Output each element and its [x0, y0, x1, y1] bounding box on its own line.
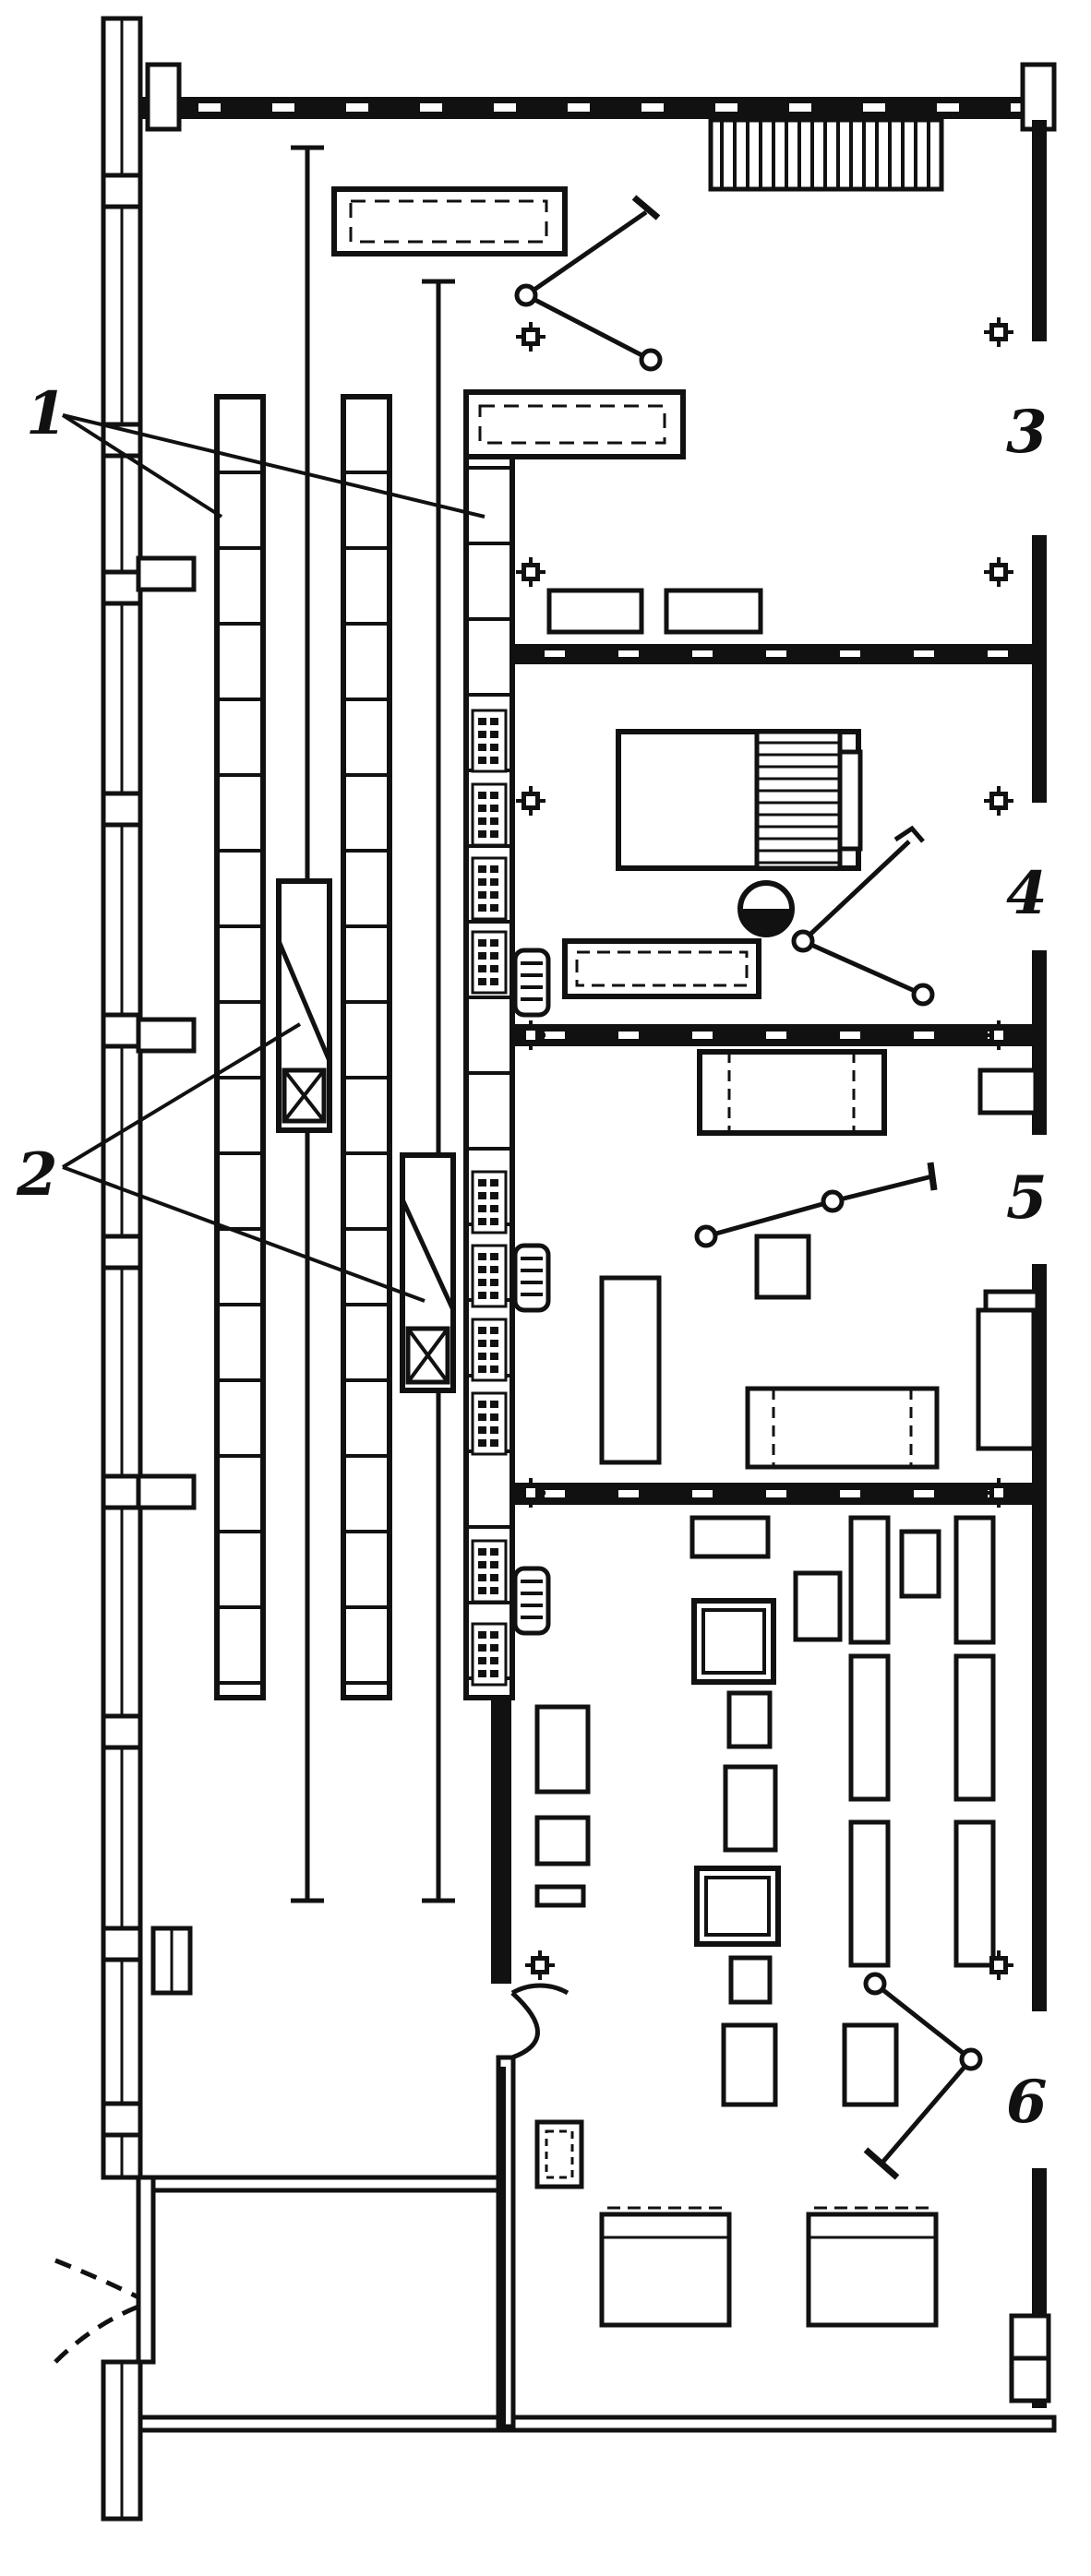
bin — [471, 1244, 508, 1308]
bin-side — [512, 1566, 551, 1636]
bin — [471, 709, 508, 773]
bin — [471, 1539, 508, 1604]
bin — [471, 930, 508, 995]
window-mark — [101, 1234, 143, 1270]
rack-middle — [341, 394, 392, 1700]
window-mark — [101, 2101, 143, 2138]
rack-right — [463, 389, 551, 1700]
trolley-2 — [400, 1152, 456, 1393]
callout-label-1: 1 — [26, 379, 67, 448]
window-mark — [101, 173, 143, 209]
column-marker-icon — [982, 316, 1015, 349]
crane-arm-icon — [791, 825, 935, 1007]
bin — [471, 1170, 508, 1234]
stair-grille — [708, 117, 944, 192]
bin — [471, 1391, 508, 1456]
column-marker-icon — [514, 555, 547, 589]
window-mark — [101, 569, 143, 606]
outer-wall-top — [138, 62, 1057, 132]
room-label-3: 3 — [1006, 398, 1048, 467]
rack-left — [214, 394, 266, 1700]
wall-window-markers — [101, 173, 143, 2138]
room-4 — [562, 729, 863, 999]
bin — [471, 856, 508, 921]
window-mark — [101, 1713, 143, 1750]
column-marker-icon — [514, 784, 547, 817]
bin-side — [512, 948, 551, 1018]
outer-wall-left — [101, 16, 143, 2180]
column-marker-icon — [523, 1949, 557, 1982]
entrance-door — [54, 2258, 140, 2364]
callout-label-2: 2 — [16, 1140, 58, 1210]
room-label-6: 6 — [1006, 2068, 1048, 2137]
room-label-4: 4 — [1006, 859, 1048, 928]
window-mark — [101, 1012, 143, 1049]
window-mark — [101, 1926, 143, 1962]
crane-arm-icon — [514, 195, 663, 372]
column-marker-icon — [982, 784, 1015, 817]
bin — [471, 1622, 508, 1687]
room-3 — [546, 588, 763, 635]
trolley-1 — [276, 878, 332, 1133]
bin — [471, 1318, 508, 1382]
column-marker-icon — [982, 555, 1015, 589]
bin-side — [512, 1243, 551, 1313]
central-partition — [491, 1698, 569, 2429]
outer-wall-bottom — [101, 2359, 1057, 2522]
bin — [471, 782, 508, 847]
hall-equipment-top — [331, 186, 686, 459]
vestibule-partition — [136, 2175, 501, 2365]
crane-arm-icon — [863, 1972, 983, 2180]
column-marker-icon — [514, 320, 547, 353]
callout-leaders — [61, 413, 486, 1303]
room-5 — [599, 1049, 1037, 1470]
left-wall-fixtures — [136, 555, 197, 1996]
window-mark — [101, 791, 143, 828]
window-mark — [101, 1473, 143, 1510]
room-label-5: 5 — [1006, 1163, 1048, 1233]
crane-arm-icon — [694, 1162, 938, 1248]
room-6 — [534, 1515, 996, 2328]
